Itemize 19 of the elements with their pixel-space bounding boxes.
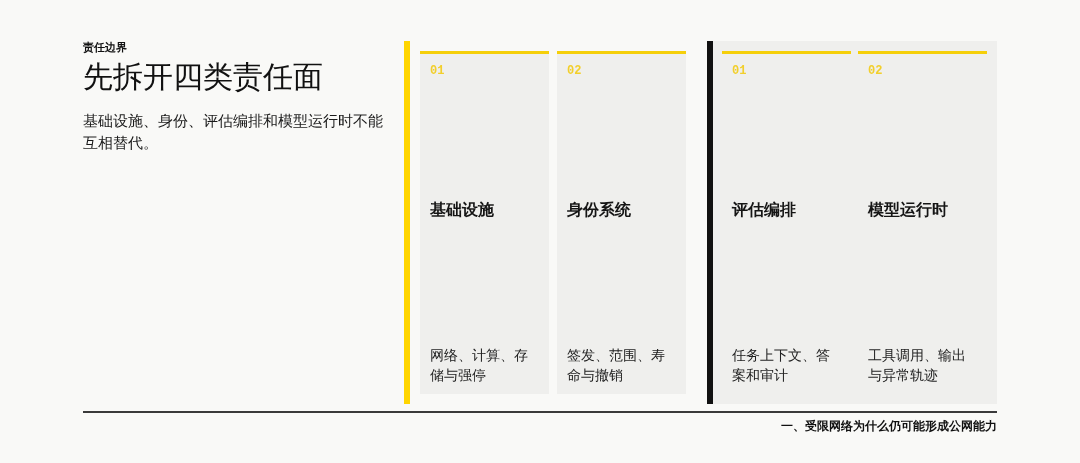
card-heading: 模型运行时 (868, 200, 949, 220)
card-heading: 基础设施 (430, 200, 495, 220)
card-description: 网络、计算、存储与强停 (430, 346, 529, 385)
intro-paragraph: 基础设施、身份、评估编排和模型运行时不能互相替代。 (83, 111, 384, 153)
card-description: 签发、范围、寿命与撤销 (567, 346, 666, 385)
card (420, 51, 549, 394)
card-description: 任务上下文、答案和审计 (732, 346, 831, 385)
card-heading: 身份系统 (567, 200, 632, 220)
panel (707, 41, 997, 404)
card (557, 51, 686, 394)
footer-text: 一、受限网络为什么仍可能形成公网能力 (781, 419, 997, 434)
card-heading: 评估编排 (732, 200, 797, 220)
card-description: 工具调用、输出与异常轨迹 (868, 346, 967, 385)
step-number: 02 (567, 64, 582, 78)
step-number: 02 (868, 64, 883, 78)
title: 先拆开四类责任面 (83, 59, 323, 95)
kicker-text: 责任边界 (83, 40, 127, 54)
step-number: 01 (430, 64, 445, 78)
step-number: 01 (732, 64, 747, 78)
